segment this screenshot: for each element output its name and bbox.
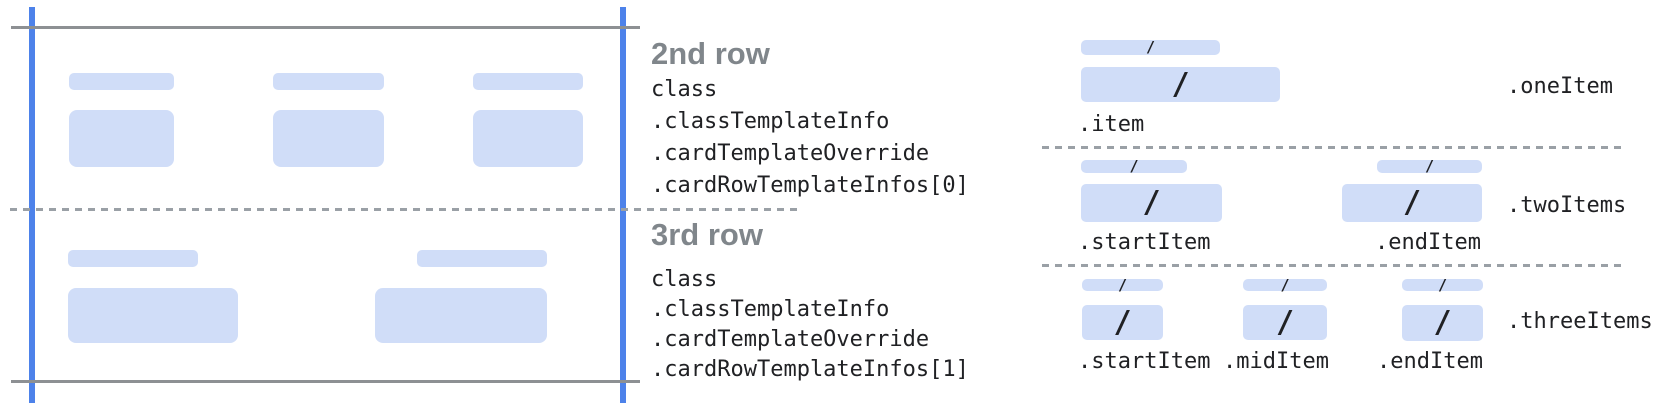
field-label-bar [473, 73, 583, 90]
item-label-bar: / [1402, 277, 1483, 292]
item-value-bar: / [1402, 305, 1483, 341]
row3-heading: 3rd row [651, 217, 763, 252]
item-value-bar: / [1342, 184, 1482, 222]
row3-code-line: .cardTemplateOverride [651, 327, 930, 352]
item-label-bar: / [1081, 159, 1187, 174]
row3-code-line: .classTemplateInfo [651, 297, 890, 322]
item-value-bar: / [1081, 184, 1222, 222]
item-value-bar: / [1243, 305, 1327, 340]
item-label-bar: / [1082, 277, 1163, 292]
field-label-bar [68, 250, 198, 267]
field-label-bar [273, 73, 384, 90]
item-label-bar: / [1243, 277, 1327, 292]
section-name-label: .oneItem [1507, 74, 1613, 99]
field-value-block [375, 288, 547, 343]
section-divider-dashed-line [1042, 146, 1627, 149]
field-label-bar [69, 73, 174, 90]
row2-code-line: .classTemplateInfo [651, 109, 890, 134]
section-name-label: .threeItems [1507, 309, 1653, 334]
row2-heading: 2nd row [651, 36, 770, 71]
row3-code-line: .cardRowTemplateInfos[1] [651, 357, 969, 382]
item-path-label: .endItem [1375, 230, 1481, 255]
item-path-label: .startItem [1078, 230, 1211, 255]
row2-code-line: .cardRowTemplateInfos[0] [651, 173, 969, 198]
row2-code-line: .cardTemplateOverride [651, 141, 930, 166]
item-label-bar: / [1081, 40, 1220, 55]
row3-code-block: class .classTemplateInfo .cardTemplateOv… [651, 265, 969, 385]
item-path-label: .endItem [1377, 349, 1483, 374]
card-bottom-boundary-line [11, 380, 640, 383]
section-name-label: .twoItems [1507, 193, 1627, 218]
section-divider-dashed-line [1042, 264, 1627, 267]
item-path-label: .midItem [1223, 349, 1329, 374]
row2-code-block: class .classTemplateInfo .cardTemplateOv… [651, 74, 969, 202]
card-right-edge-line [620, 7, 626, 403]
field-value-block [68, 288, 238, 343]
row-divider-dashed-line [10, 208, 803, 211]
card-left-edge-line [29, 7, 35, 403]
row3-code-line: class [651, 267, 718, 292]
item-path-label: .startItem [1078, 349, 1211, 374]
card-top-boundary-line [11, 26, 640, 29]
item-path-label: .item [1078, 112, 1145, 137]
field-value-block [273, 110, 384, 167]
item-label-bar: / [1377, 159, 1482, 174]
item-value-bar: / [1082, 305, 1163, 340]
field-value-block [69, 110, 174, 167]
row2-code-line: class [651, 77, 718, 102]
field-value-block [473, 110, 583, 167]
item-value-bar: / [1081, 67, 1280, 102]
field-label-bar [417, 250, 547, 267]
